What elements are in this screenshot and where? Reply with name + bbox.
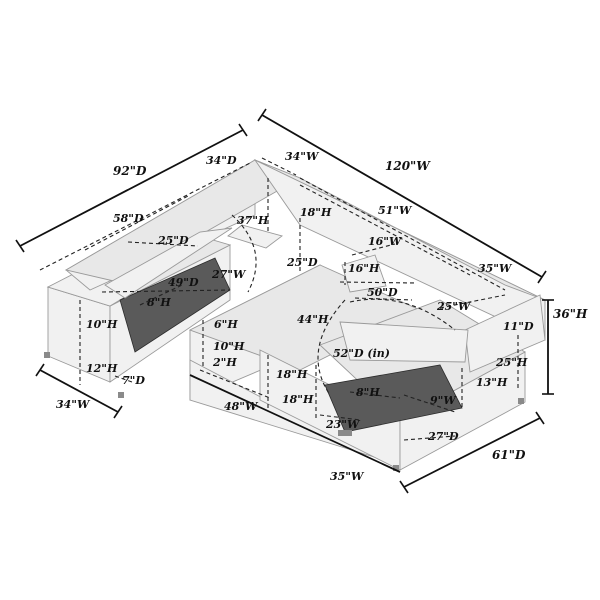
label-25d-b: 25"D (286, 256, 318, 269)
label-44h: 44"H (297, 313, 329, 326)
label-61d: 61"D (492, 448, 526, 462)
label-27w: 27"W (211, 268, 247, 281)
label-2h: 2"H (212, 356, 237, 369)
label-16h: 16"H (348, 262, 380, 275)
label-8h-b: 8"H (356, 386, 380, 399)
label-34w-bottom: 34"W (56, 398, 91, 411)
dimension-labels: 92"D 34"D 34"W 120"W 58"D 51"W 18"H 37"H… (56, 150, 588, 483)
label-51w: 51"W (378, 204, 413, 217)
label-18h-c: 18"H (282, 393, 314, 406)
label-8h-a: 8"H (147, 296, 171, 309)
label-27d: 27"D (427, 430, 459, 443)
inner-dimension-lines (39, 157, 519, 441)
label-6h: 6"H (214, 318, 238, 331)
label-35w-b: 35"W (330, 470, 365, 483)
label-11d: 11"D (503, 320, 534, 333)
label-92d: 92"D (113, 164, 147, 178)
label-10h-b: 10"H (213, 340, 245, 353)
label-35w-a: 35"W (478, 262, 513, 275)
label-18h-a: 18"H (300, 206, 332, 219)
label-34w-top: 34"W (285, 150, 320, 163)
label-52d-in: 52"D (in) (333, 347, 390, 360)
label-13h: 13"H (476, 376, 508, 389)
label-10h-a: 10"H (86, 318, 118, 331)
label-36h: 36"H (553, 307, 588, 321)
label-9w: 9"W (430, 394, 457, 407)
sofa-illustration (44, 158, 546, 471)
label-48w: 48"W (224, 400, 259, 413)
label-50d: 50"D (367, 286, 398, 299)
label-12h: 12"H (86, 362, 118, 375)
label-25d-a: 25"D (157, 234, 189, 247)
label-34d-top: 34"D (206, 154, 237, 167)
outer-dimension-lines (15, 108, 554, 494)
label-7d: 7"D (122, 374, 145, 387)
label-18h-b: 18"H (276, 368, 308, 381)
label-37h: 37"H (237, 214, 269, 227)
label-25w: 25"W (436, 300, 472, 313)
label-23w: 23"W (325, 418, 361, 431)
label-25h: 25"H (495, 356, 528, 369)
label-58d: 58"D (113, 212, 144, 225)
label-120w: 120"W (385, 159, 431, 173)
label-49d: 49"D (168, 276, 199, 289)
label-16w: 16"W (368, 235, 403, 248)
